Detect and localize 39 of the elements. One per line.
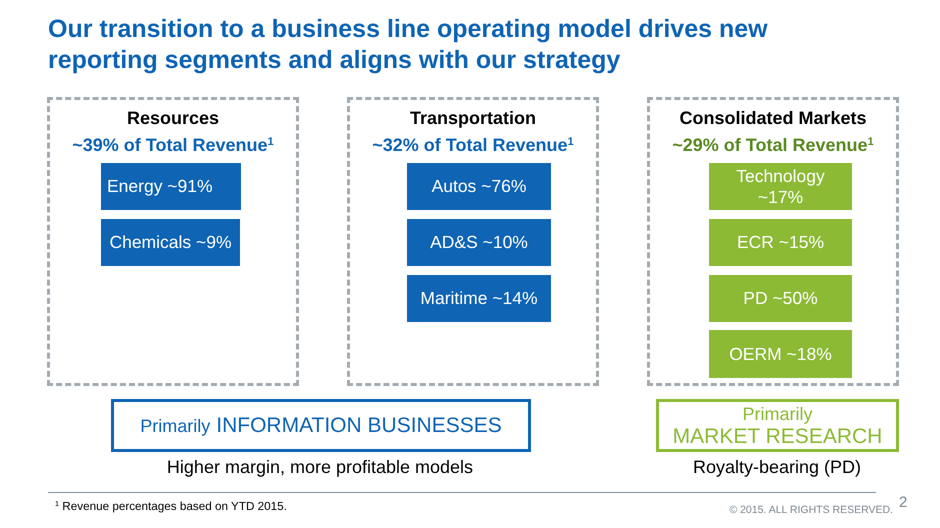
footnote-text: $^{1}$ Revenue percentages based on YTD 2015. bbox=[55, 500, 287, 514]
segment-box bbox=[101, 219, 240, 266]
qualifier-text: Primarily bbox=[742, 404, 812, 424]
segment-label: Technology ~17% bbox=[735, 166, 826, 208]
segment-box bbox=[709, 330, 852, 378]
segment-box bbox=[709, 163, 852, 210]
segment-label: Energy ~91% bbox=[107, 176, 213, 197]
segment-label: Chemicals ~9% bbox=[109, 232, 232, 253]
segment-box bbox=[407, 163, 551, 210]
page-number: 2 bbox=[899, 494, 908, 512]
caption-text: Royalty-bearing (PD) bbox=[692, 456, 862, 478]
caption-text: Higher margin, more profitable models bbox=[166, 456, 474, 478]
revenue-share-text: ~39% of Total Revenue$^{1}$ bbox=[71, 134, 275, 156]
segment-heading: Transportation bbox=[408, 107, 537, 129]
revenue-share-text: ~32% of Total Revenue$^{1}$ bbox=[371, 134, 575, 156]
category-box bbox=[656, 399, 899, 452]
segment-label: Maritime ~14% bbox=[420, 288, 538, 309]
segment-label: ECR ~15% bbox=[736, 232, 824, 253]
segment-box bbox=[407, 219, 551, 266]
segment-label: Autos ~76% bbox=[432, 176, 526, 197]
segment-panel bbox=[47, 97, 299, 386]
slide-title: Our transition to a business line operating model drives new reporting segments and aligns with our strategy bbox=[48, 14, 769, 76]
segment-label: OERM ~18% bbox=[729, 344, 832, 364]
segment-panel bbox=[647, 97, 899, 386]
segment-box bbox=[101, 163, 241, 210]
category-box bbox=[111, 399, 531, 452]
qualifier-text: Primarily bbox=[140, 416, 210, 437]
segment-box bbox=[709, 275, 852, 322]
segment-box bbox=[709, 219, 852, 266]
copyright-text: © 2015. ALL RIGHTS RESERVED. bbox=[729, 504, 893, 517]
segment-label: PD ~50% bbox=[743, 288, 818, 309]
segment-heading: Resources bbox=[126, 107, 220, 129]
segment-label: AD&S ~10% bbox=[430, 232, 528, 253]
segment-panel bbox=[347, 97, 599, 386]
category-text: INFORMATION BUSINESSES bbox=[216, 414, 502, 437]
category-text: MARKET RESEARCH bbox=[672, 424, 882, 448]
revenue-share-text: ~29% of Total Revenue$^{1}$ bbox=[671, 134, 875, 156]
segment-box bbox=[407, 275, 551, 322]
segment-heading: Consolidated Markets bbox=[678, 107, 868, 129]
